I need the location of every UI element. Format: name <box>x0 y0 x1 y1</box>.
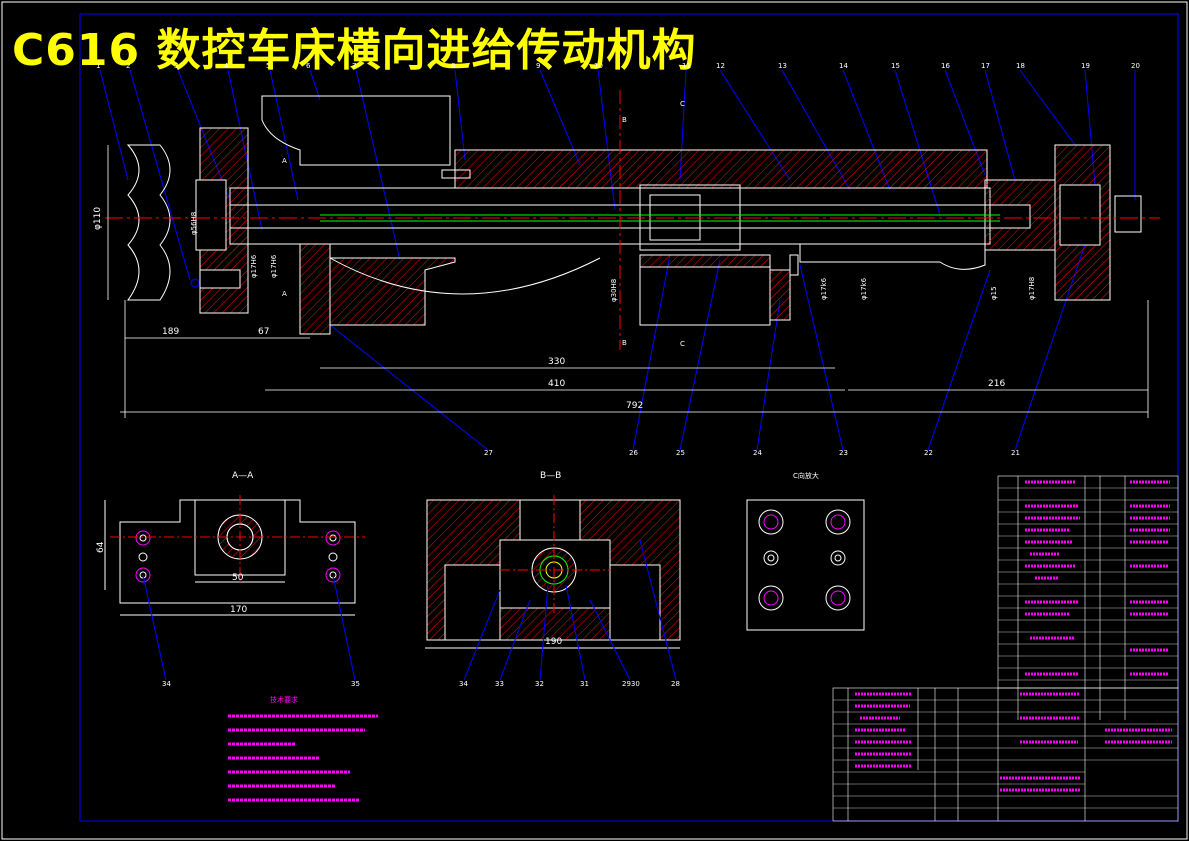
marker-c-bot: C <box>680 340 685 348</box>
balloon-23: 23 <box>839 449 848 457</box>
balloon-14: 14 <box>839 62 848 70</box>
balloon-9: 9 <box>536 62 540 70</box>
balloon-11: 11 <box>682 62 691 70</box>
parts-table-rows <box>833 487 1178 809</box>
dim-792: 792 <box>626 401 643 411</box>
dim-189: 189 <box>162 327 179 337</box>
dim-170: 170 <box>230 605 247 615</box>
marker-a-top: A <box>282 157 287 165</box>
balloon-2: 2 <box>126 62 130 70</box>
balloon-26: 26 <box>629 449 638 457</box>
balloon-18: 18 <box>1016 62 1025 70</box>
balloon-15: 15 <box>891 62 900 70</box>
fit-8: φ17H8 <box>1028 277 1036 300</box>
marker-a-bot: A <box>282 290 287 298</box>
marker-b-top: B <box>622 116 627 124</box>
section-balloon-31: 31 <box>580 680 589 688</box>
view-c <box>746 499 865 631</box>
balloon-24: 24 <box>753 449 762 457</box>
dim-190: 190 <box>545 637 562 647</box>
balloon-16: 16 <box>941 62 950 70</box>
dim-216: 216 <box>988 379 1005 389</box>
balloon-3: 3 <box>174 62 178 70</box>
balloon-1: 1 <box>96 62 100 70</box>
section-a-a <box>104 499 356 616</box>
parts-table <box>832 475 1179 822</box>
dimension-lines <box>107 145 1149 418</box>
fit-7: φ15 <box>990 286 998 300</box>
balloon-22: 22 <box>924 449 933 457</box>
notes-title: 技术要求 <box>270 695 298 704</box>
balloon-20: 20 <box>1131 62 1140 70</box>
balloon-25: 25 <box>676 449 685 457</box>
dim-330: 330 <box>548 357 565 367</box>
section-balloon-35: 35 <box>351 680 360 688</box>
section-bb-label: B—B <box>540 471 561 481</box>
handwheel <box>126 144 171 301</box>
balloon-7: 7 <box>352 62 356 70</box>
screw-housing <box>229 187 991 245</box>
section-balloon-34b: 34 <box>459 680 468 688</box>
section-markers: B B A A C C <box>282 100 685 348</box>
balloon-27: 27 <box>484 449 493 457</box>
parts-table-filler <box>855 480 1172 792</box>
fit-6: φ17k6 <box>860 277 868 300</box>
balloon-10: 10 <box>594 62 603 70</box>
saddle-top <box>261 95 451 166</box>
balloon-12: 12 <box>716 62 725 70</box>
fit-2: φ17H6 <box>250 254 258 278</box>
balloon-13: 13 <box>778 62 787 70</box>
fit-4: φ30H8 <box>610 279 618 302</box>
balloon-17: 17 <box>981 62 990 70</box>
fit-1: φ56H8 <box>190 212 198 235</box>
balloon-6: 6 <box>306 62 311 70</box>
dim-phi110: φ110 <box>93 207 103 230</box>
balloon-19: 19 <box>1081 62 1090 70</box>
balloon-21: 21 <box>1011 449 1020 457</box>
view-c-label: C向放大 <box>793 471 819 480</box>
balloon-4: 4 <box>224 62 229 70</box>
balloon-numbers-bottom: 27 26 25 24 23 22 21 <box>484 449 1020 457</box>
marker-c-top: C <box>680 100 685 108</box>
fit-5: φ17k6 <box>820 277 828 300</box>
balloon-8: 8 <box>451 62 455 70</box>
balloon-5: 5 <box>266 62 270 70</box>
vertical-fit-labels: φ56H8 φ17H6 φ17H6 φ30H8 φ17k6 φ17k6 φ15 … <box>190 212 1036 302</box>
section-balloon-32: 32 <box>535 680 544 688</box>
section-balloon-33: 33 <box>495 680 504 688</box>
upper-body <box>454 149 988 189</box>
dimension-texts: φ110 189 67 330 410 792 216 <box>93 207 1005 411</box>
dim-64: 64 <box>96 541 106 553</box>
drawing-title: C616 数控车床横向进给传动机构 <box>12 25 697 76</box>
section-b-b <box>425 499 681 649</box>
dim-410: 410 <box>548 379 565 389</box>
section-balloon-28: 28 <box>671 680 680 688</box>
tech-notes-lines <box>228 714 378 802</box>
dim-67: 67 <box>258 327 269 337</box>
section-balloon-34a: 34 <box>162 680 171 688</box>
fit-3: φ17H6 <box>270 254 278 278</box>
inner-frame <box>79 13 1179 822</box>
section-balloon-2930: 2930 <box>622 680 640 688</box>
dim-50: 50 <box>232 573 244 583</box>
balloon-numbers-top: 1 2 3 4 5 6 7 8 9 10 11 12 13 14 15 16 1… <box>96 62 1140 70</box>
main-assembly-view <box>126 95 1142 335</box>
marker-b-bot: B <box>622 339 627 347</box>
section-aa-label: A—A <box>232 471 254 481</box>
